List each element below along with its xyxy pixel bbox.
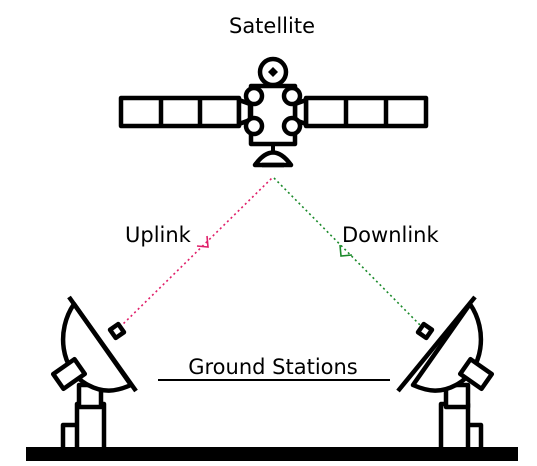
satellite-icon [118,56,429,168]
ground-station-dish-icon [396,295,495,453]
downlink-label: Downlink [342,223,439,247]
ground-station-dish-icon [50,295,138,453]
ground-stations-label: Ground Stations [188,355,358,379]
uplink-arrow [119,177,273,328]
satellite-label: Satellite [229,14,315,38]
right-solar-panel [292,95,429,129]
uplink-label: Uplink [125,223,192,247]
downlink-arrow [273,177,422,327]
ground-bar [26,447,518,461]
left-solar-panel [118,95,253,129]
satellite-bottom-dish [252,150,294,168]
